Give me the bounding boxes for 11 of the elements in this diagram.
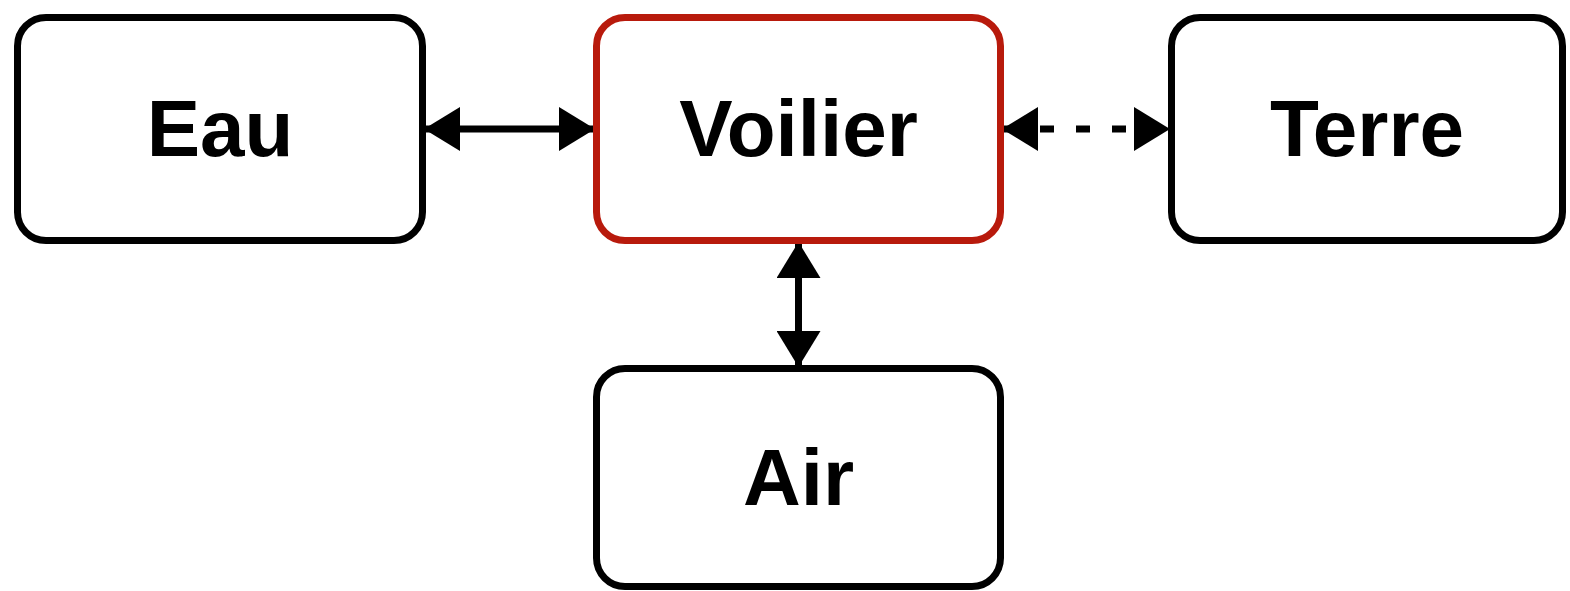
box-label: Air (742, 431, 855, 524)
double-arrow (424, 107, 595, 151)
double-arrow (776, 242, 821, 367)
double-arrow (1002, 107, 1170, 151)
box-label: Voilier (679, 83, 918, 175)
rounded-box (593, 14, 1004, 244)
rounded-box (14, 14, 426, 244)
box-label: Terre (1269, 83, 1465, 175)
rounded-box (1168, 14, 1566, 244)
box-label: Eau (146, 83, 294, 175)
rounded-box (593, 365, 1004, 590)
